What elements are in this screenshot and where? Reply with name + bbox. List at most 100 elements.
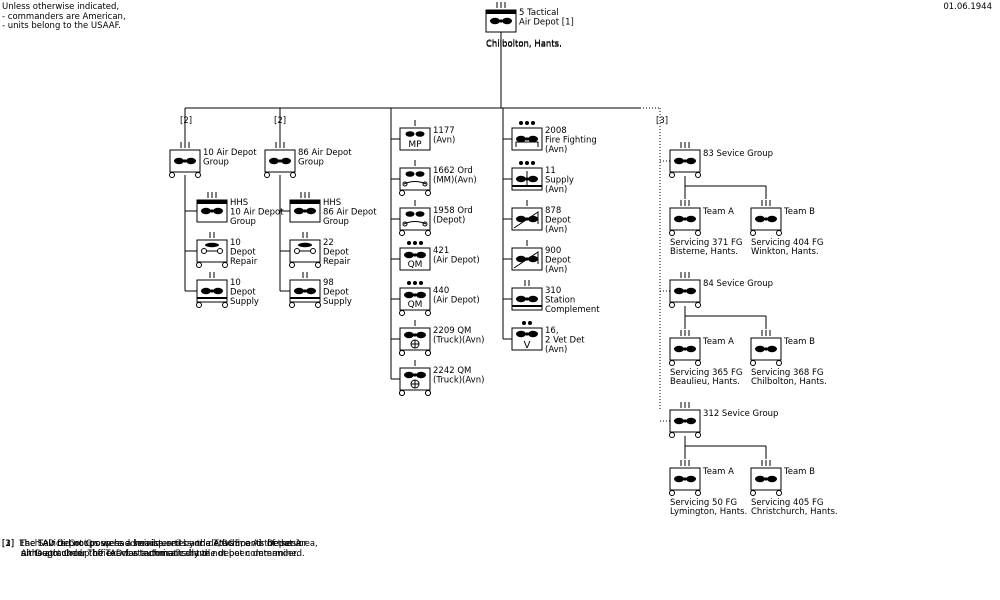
- propeller-blade-icon: [416, 371, 426, 379]
- unit-location-line: Servicing 365 FG: [670, 368, 742, 378]
- header-note-line: Unless otherwise indicated,: [2, 2, 120, 12]
- propeller-blade-icon: [516, 175, 526, 183]
- echelon-marker: [519, 161, 535, 165]
- unit-label-line: Team A: [702, 467, 734, 477]
- propeller-blade-icon: [674, 215, 684, 223]
- unit-tad: [485, 2, 517, 33]
- unit-label-line: 10 Air Depot: [203, 148, 257, 158]
- hq-bar-icon: [290, 200, 320, 204]
- wheel-icon: [776, 360, 782, 366]
- unit-hhs10: [196, 192, 228, 223]
- unit-label-line: Group: [298, 158, 324, 168]
- unit-label-line: (Air Depot): [433, 256, 480, 266]
- unit-symbol-label: QM: [408, 300, 423, 310]
- propeller-blade-icon: [404, 331, 414, 339]
- unit-location-line: Servicing 368 FG: [751, 368, 823, 378]
- unit-label-line: (Avn): [545, 185, 567, 195]
- wheel-icon: [289, 302, 295, 308]
- propeller-blade-icon: [767, 345, 777, 353]
- echelon-marker: [496, 2, 506, 8]
- propeller-hub-icon: [413, 333, 417, 337]
- propeller-blade-icon: [213, 287, 223, 295]
- footnote-ref: [3]: [656, 116, 668, 126]
- propeller-blade-icon: [767, 215, 777, 223]
- unit-label-line: Group: [230, 217, 256, 227]
- unit-label-line: Supply: [230, 297, 259, 307]
- unit-label-line: 10: [230, 278, 241, 288]
- unit-qm440: QM: [399, 281, 431, 316]
- propeller-hub-icon: [413, 253, 417, 257]
- unit-label-line: 2242 QM: [433, 366, 471, 376]
- echelon-dot: [407, 281, 411, 285]
- unit-label-line: Group: [203, 158, 229, 168]
- wheel-icon: [169, 172, 175, 178]
- unit-sg84: [669, 272, 701, 308]
- unit-label-line: 2008: [545, 126, 567, 136]
- propeller-hub-icon: [764, 347, 768, 351]
- wheel-icon: [776, 490, 782, 496]
- propeller-hub-icon: [764, 477, 768, 481]
- propeller-hub-icon: [303, 209, 307, 213]
- unit-label-line: (Truck)(Avn): [433, 336, 484, 346]
- propeller-blade-icon: [686, 345, 696, 353]
- unit-sup11: [511, 161, 543, 191]
- unit-sup98: [289, 272, 321, 308]
- unit-label-line: Team B: [783, 207, 815, 217]
- wheel-icon: [290, 172, 296, 178]
- propeller-hub-icon: [499, 19, 503, 23]
- propeller-hub-icon: [525, 297, 529, 301]
- propeller-blade-icon: [674, 287, 684, 295]
- wheel-icon: [425, 390, 431, 396]
- propeller-blade-icon: [686, 157, 696, 165]
- unit-qm2209: [399, 320, 431, 356]
- wheel-icon: [399, 190, 405, 196]
- propeller-hub-icon: [278, 159, 282, 163]
- propeller-blade-icon: [186, 157, 196, 165]
- unit-sg83a: [669, 200, 701, 236]
- unit-sg312b: [750, 460, 782, 496]
- echelon-marker: [407, 241, 423, 245]
- propeller-blade-icon: [686, 287, 696, 295]
- propeller-hub-icon: [683, 477, 687, 481]
- unit-adg86: [264, 142, 296, 178]
- propeller-blade-icon: [416, 251, 426, 259]
- unit-label-line: 310: [545, 286, 561, 296]
- propeller-blade-icon: [306, 207, 316, 215]
- echelon-dot: [531, 121, 535, 125]
- echelon-marker: [680, 460, 690, 466]
- propeller-blade-icon: [490, 17, 500, 25]
- unit-label-line: Depot: [230, 248, 256, 258]
- unit-label-line: (Avn): [545, 225, 567, 235]
- unit-location-line: Chilbolton, Hants.: [486, 39, 562, 49]
- unit-hhs86: [289, 192, 321, 223]
- propeller-blade-icon: [416, 291, 426, 299]
- propeller-blade-icon: [404, 291, 414, 299]
- unit-label-line: Group: [323, 217, 349, 227]
- wheel-icon: [695, 432, 701, 438]
- unit-location-line: Servicing 405 FG: [751, 498, 823, 508]
- unit-label-line: Supply: [323, 297, 352, 307]
- echelon-dot: [525, 161, 529, 165]
- unit-label-line: 1177: [433, 126, 455, 136]
- unit-vet16: V: [511, 321, 543, 351]
- propeller-blade-icon: [674, 417, 684, 425]
- unit-location-line: Chilbolton, Hants.: [486, 40, 562, 50]
- echelon-marker: [407, 281, 423, 285]
- echelon-dot: [419, 281, 423, 285]
- ordnance-icon: [402, 221, 408, 227]
- unit-location-line: Beaulieu, Hants.: [670, 377, 740, 387]
- propeller-blade-icon: [767, 475, 777, 483]
- wheel-icon: [222, 302, 228, 308]
- propeller-hub-icon: [525, 332, 529, 336]
- echelon-marker: [761, 200, 771, 206]
- wheel-icon: [669, 490, 675, 496]
- echelon-marker: [519, 121, 535, 125]
- propeller-icon: [298, 242, 312, 248]
- unit-label-line: 440: [433, 286, 449, 296]
- unit-symbol-box: [399, 167, 431, 191]
- unit-label-line: (Truck)(Avn): [433, 376, 484, 386]
- propeller-hub-icon: [210, 289, 214, 293]
- hq-bar-icon: [197, 200, 227, 204]
- echelon-marker: [207, 192, 217, 198]
